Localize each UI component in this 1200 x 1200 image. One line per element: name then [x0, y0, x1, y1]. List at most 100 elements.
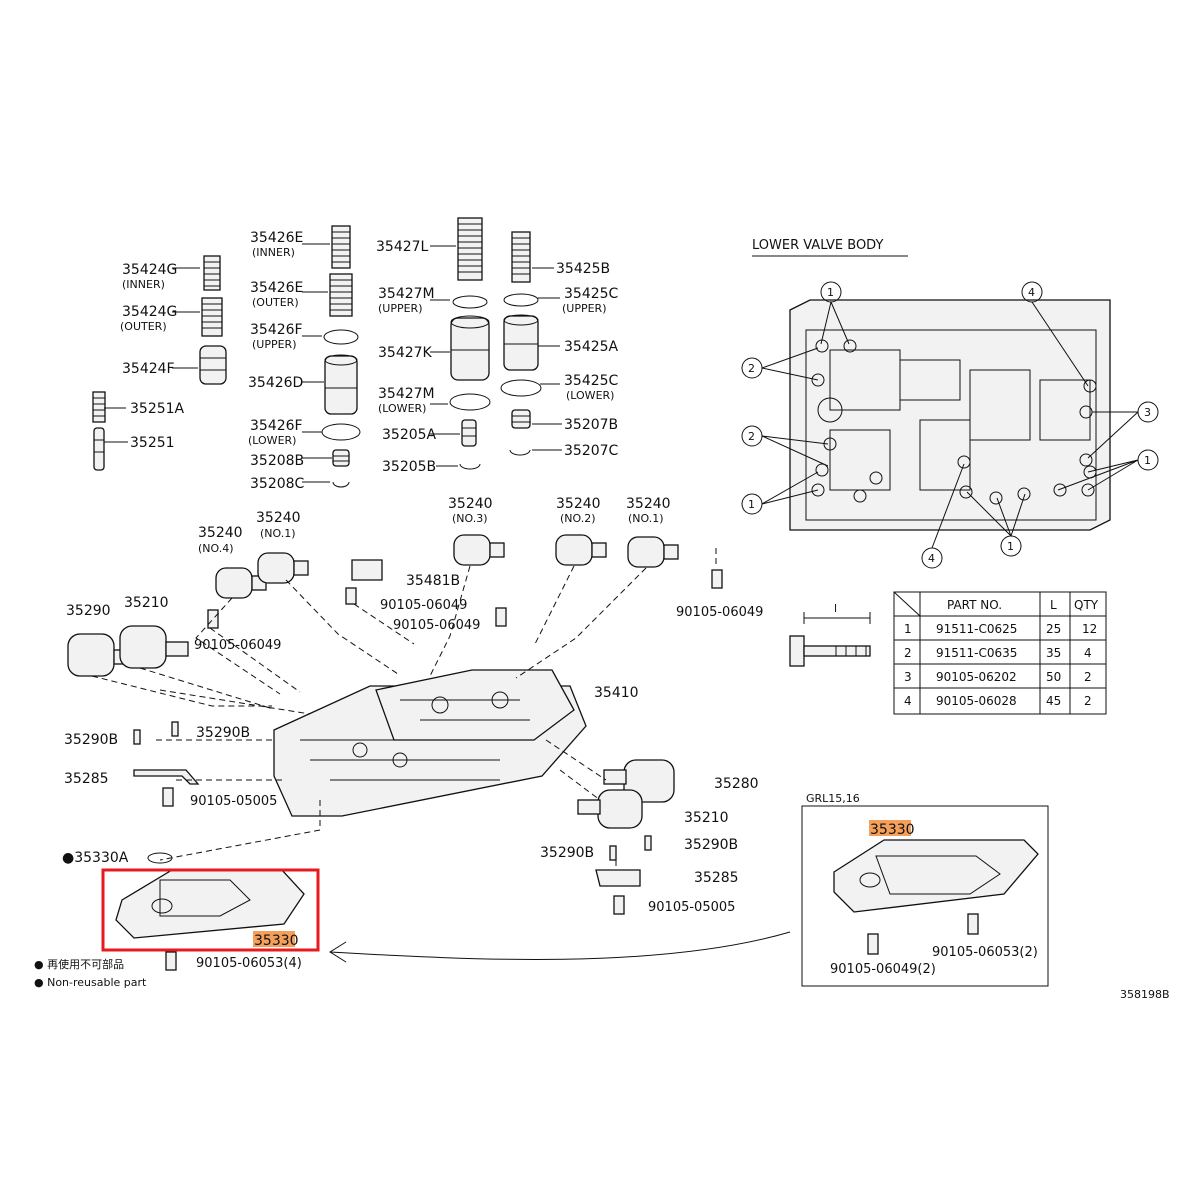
label-35427K: 35427K — [378, 345, 433, 361]
text-labels: 35426E (INNER) 35426E (OUTER) 35424G (IN… — [34, 230, 1170, 1001]
note-non-reusable: ● Non-reusable part — [34, 976, 147, 989]
inset-panel — [801, 805, 1049, 987]
callout-3: 3 — [1144, 406, 1151, 419]
assembly-dashed-lines — [91, 548, 717, 870]
label-90105-06053-2: 90105-06053(2) — [932, 945, 1038, 960]
label-90105-06049-c: 90105-06049 — [676, 605, 763, 620]
label-no1b: (NO.1) — [628, 512, 664, 525]
oring-35426F-upper — [323, 329, 359, 345]
label-35290B-c: 35290B — [540, 845, 594, 861]
bolt-inset-a — [967, 913, 979, 935]
label-no4: (NO.4) — [198, 542, 234, 555]
label-35251A: 35251A — [130, 401, 185, 417]
label-no2: (NO.2) — [560, 512, 596, 525]
spring-35425B — [511, 231, 531, 283]
oring-35425C-upper — [503, 293, 539, 307]
label-no1a: (NO.1) — [260, 527, 296, 540]
label-35208C: 35208C — [250, 476, 305, 492]
label-35426F-2: 35426F — [250, 418, 303, 434]
callouts — [741, 281, 1159, 569]
oring-35426F-lower — [321, 423, 361, 441]
callout-1-bottom: 1 — [1007, 540, 1014, 553]
callout-1-top: 1 — [827, 286, 834, 299]
callout-2-b: 2 — [748, 430, 755, 443]
plug-35208B — [332, 449, 350, 467]
label-35330-b: 35330 — [870, 822, 915, 838]
sleeve-35427K — [450, 315, 490, 381]
inset-title: GRL15,16 — [806, 792, 860, 805]
clip-35205B — [459, 463, 481, 470]
table-row-3-no: 3 — [904, 670, 912, 684]
spring-35426E-outer — [329, 273, 353, 317]
spring-35251A — [92, 391, 106, 423]
label-35427L: 35427L — [376, 239, 429, 255]
label-35425A: 35425A — [564, 339, 619, 355]
label-35426F-upper: (UPPER) — [252, 338, 297, 351]
pin-35290B-c — [609, 845, 617, 861]
label-35426F: 35426F — [250, 322, 303, 338]
label-35330-a: 35330 — [254, 933, 299, 949]
label-90105-06053-4: 90105-06053(4) — [196, 956, 302, 971]
label-35427M: 35427M — [378, 286, 435, 302]
spring-35424G-outer — [201, 297, 223, 337]
label-90105-05005-b: 90105-05005 — [648, 900, 735, 915]
table-row-2-l: 35 — [1046, 646, 1061, 660]
label-35425C-2: 35425C — [564, 373, 619, 389]
callout-4-bottom: 4 — [928, 552, 935, 565]
label-35240-no2: 35240 — [556, 496, 601, 512]
oring-35427M-upper — [452, 295, 488, 309]
bracket-35481B — [351, 559, 383, 581]
clip-35207C — [509, 449, 531, 456]
label-35426F-lower: (LOWER) — [248, 434, 296, 447]
label-35240-no4: 35240 — [198, 525, 243, 541]
table-row-3-l: 50 — [1046, 670, 1061, 684]
bolt-inset-b — [867, 933, 879, 955]
bolt-icons — [162, 569, 723, 971]
label-35425C-lower: (LOWER) — [566, 389, 614, 402]
bracket-35285-a — [133, 769, 200, 785]
label-35210-a: 35210 — [124, 595, 169, 611]
arrow-head — [329, 941, 347, 963]
label-35425C-upper: (UPPER) — [562, 302, 607, 315]
label-35240-no1b: 35240 — [626, 496, 671, 512]
bolt-illustration — [789, 612, 871, 667]
label-35426D: 35426D — [248, 375, 303, 391]
label-35290B-a: 35290B — [64, 732, 118, 748]
bracket-35285-b — [595, 869, 641, 887]
highlight-label-bg-b — [869, 820, 911, 836]
table-row-1-l: 25 — [1046, 622, 1061, 636]
label-35285-a: 35285 — [64, 771, 109, 787]
oring-35330A — [147, 852, 173, 864]
label-35207C: 35207C — [564, 443, 619, 459]
label-35210-b: 35210 — [684, 810, 729, 826]
label-35424G: 35424G — [122, 262, 177, 278]
label-35424G-outer: (OUTER) — [120, 320, 167, 333]
label-35427M-lower: (LOWER) — [378, 402, 426, 415]
label-35285-b: 35285 — [694, 870, 739, 886]
label-35424G-inner: (INNER) — [122, 278, 165, 291]
plug-35205A — [461, 419, 477, 447]
oring-35425C-lower — [500, 379, 542, 397]
solenoid-35240-no1a — [257, 552, 309, 584]
label-35426E-2: 35426E — [250, 280, 303, 296]
solenoid-35210-b — [577, 789, 643, 829]
spring-35427L — [457, 217, 483, 281]
sleeve-35426D — [324, 354, 358, 415]
oring-35427M-lower — [449, 393, 491, 411]
spring-35424G-inner — [203, 255, 221, 291]
parts-table — [893, 591, 1107, 715]
note-japanese: ● 再使用不可部品 — [34, 957, 124, 971]
label-35280: 35280 — [714, 776, 759, 792]
label-35424F: 35424F — [122, 361, 175, 377]
label-35205B: 35205B — [382, 459, 436, 475]
table-row-3-qty: 2 — [1084, 670, 1092, 684]
label-35251: 35251 — [130, 435, 175, 451]
label-35424G-2: 35424G — [122, 304, 177, 320]
label-35290: 35290 — [66, 603, 111, 619]
table-row-3-part: 90105-06202 — [936, 670, 1017, 684]
table-row-2-no: 2 — [904, 646, 912, 660]
label-35330A: ●35330A — [62, 850, 129, 866]
leader-lines-top — [104, 243, 562, 483]
table-header-part-no: PART NO. — [947, 598, 1002, 612]
label-35205A: 35205A — [382, 427, 437, 443]
